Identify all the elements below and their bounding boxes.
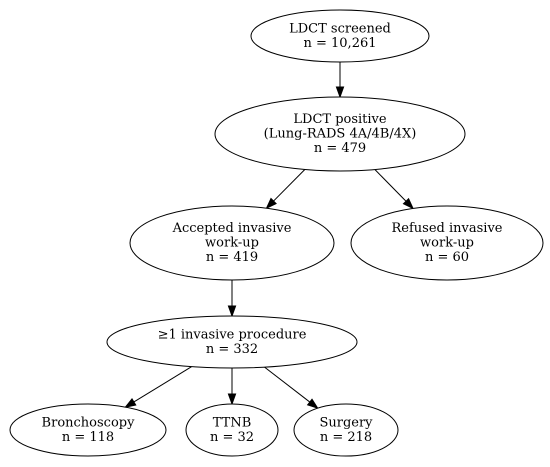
node-label-line: Bronchoscopy (42, 415, 136, 430)
edge-positive-to-accepted (265, 169, 306, 210)
edges (124, 62, 415, 410)
edge-procedure-to-surgery (264, 366, 319, 410)
arrowhead-icon (124, 398, 137, 408)
node-label-line: Surgery (319, 415, 373, 430)
node-label-line: Refused invasive (392, 221, 503, 236)
arrowhead-icon (306, 398, 319, 410)
edge-line (264, 366, 311, 403)
node-positive: LDCT positive(Lung-RADS 4A/4B/4X)n = 479 (214, 96, 466, 172)
node-ellipse (250, 9, 430, 63)
node-label-line: work-up (205, 236, 259, 251)
node-label-line: ≥1 invasive procedure (158, 327, 307, 342)
arrowhead-icon (227, 393, 237, 406)
node-label-line: n = 218 (320, 430, 372, 445)
node-label-line: LDCT screened (289, 21, 391, 36)
node-label-line: n = 419 (206, 250, 258, 265)
node-ellipse (9, 403, 167, 457)
node-ellipse (293, 403, 399, 457)
node-label-line: n = 60 (425, 250, 469, 265)
node-label-line: Accepted invasive (172, 221, 292, 236)
node-ellipse (185, 403, 279, 457)
edge-positive-to-refused (374, 169, 415, 210)
arrowhead-icon (402, 197, 415, 210)
node-ellipse (350, 205, 544, 281)
arrowhead-icon (335, 86, 345, 99)
node-label-line: n = 10,261 (303, 36, 376, 51)
arrowhead-icon (265, 197, 277, 210)
edge-accepted-to-procedure (227, 280, 237, 318)
node-label-line: work-up (420, 236, 474, 251)
node-label-line: TTNB (213, 415, 252, 430)
edge-line (133, 366, 192, 403)
edge-procedure-to-bronchoscopy (124, 366, 192, 408)
edge-line (273, 169, 306, 202)
node-ellipse (214, 96, 466, 172)
node-label-line: n = 32 (210, 430, 254, 445)
node-ellipse (129, 205, 335, 281)
arrowhead-icon (227, 305, 237, 318)
node-label-line: n = 479 (314, 141, 366, 156)
edge-procedure-to-ttnb (227, 368, 237, 406)
node-ellipse (106, 315, 358, 369)
edge-screened-to-positive (335, 62, 345, 99)
node-label-line: (Lung-RADS 4A/4B/4X) (264, 127, 417, 142)
node-label-line: n = 332 (206, 342, 258, 357)
node-label-line: LDCT positive (293, 112, 387, 127)
edge-line (374, 169, 407, 202)
node-label-line: n = 118 (62, 430, 114, 445)
